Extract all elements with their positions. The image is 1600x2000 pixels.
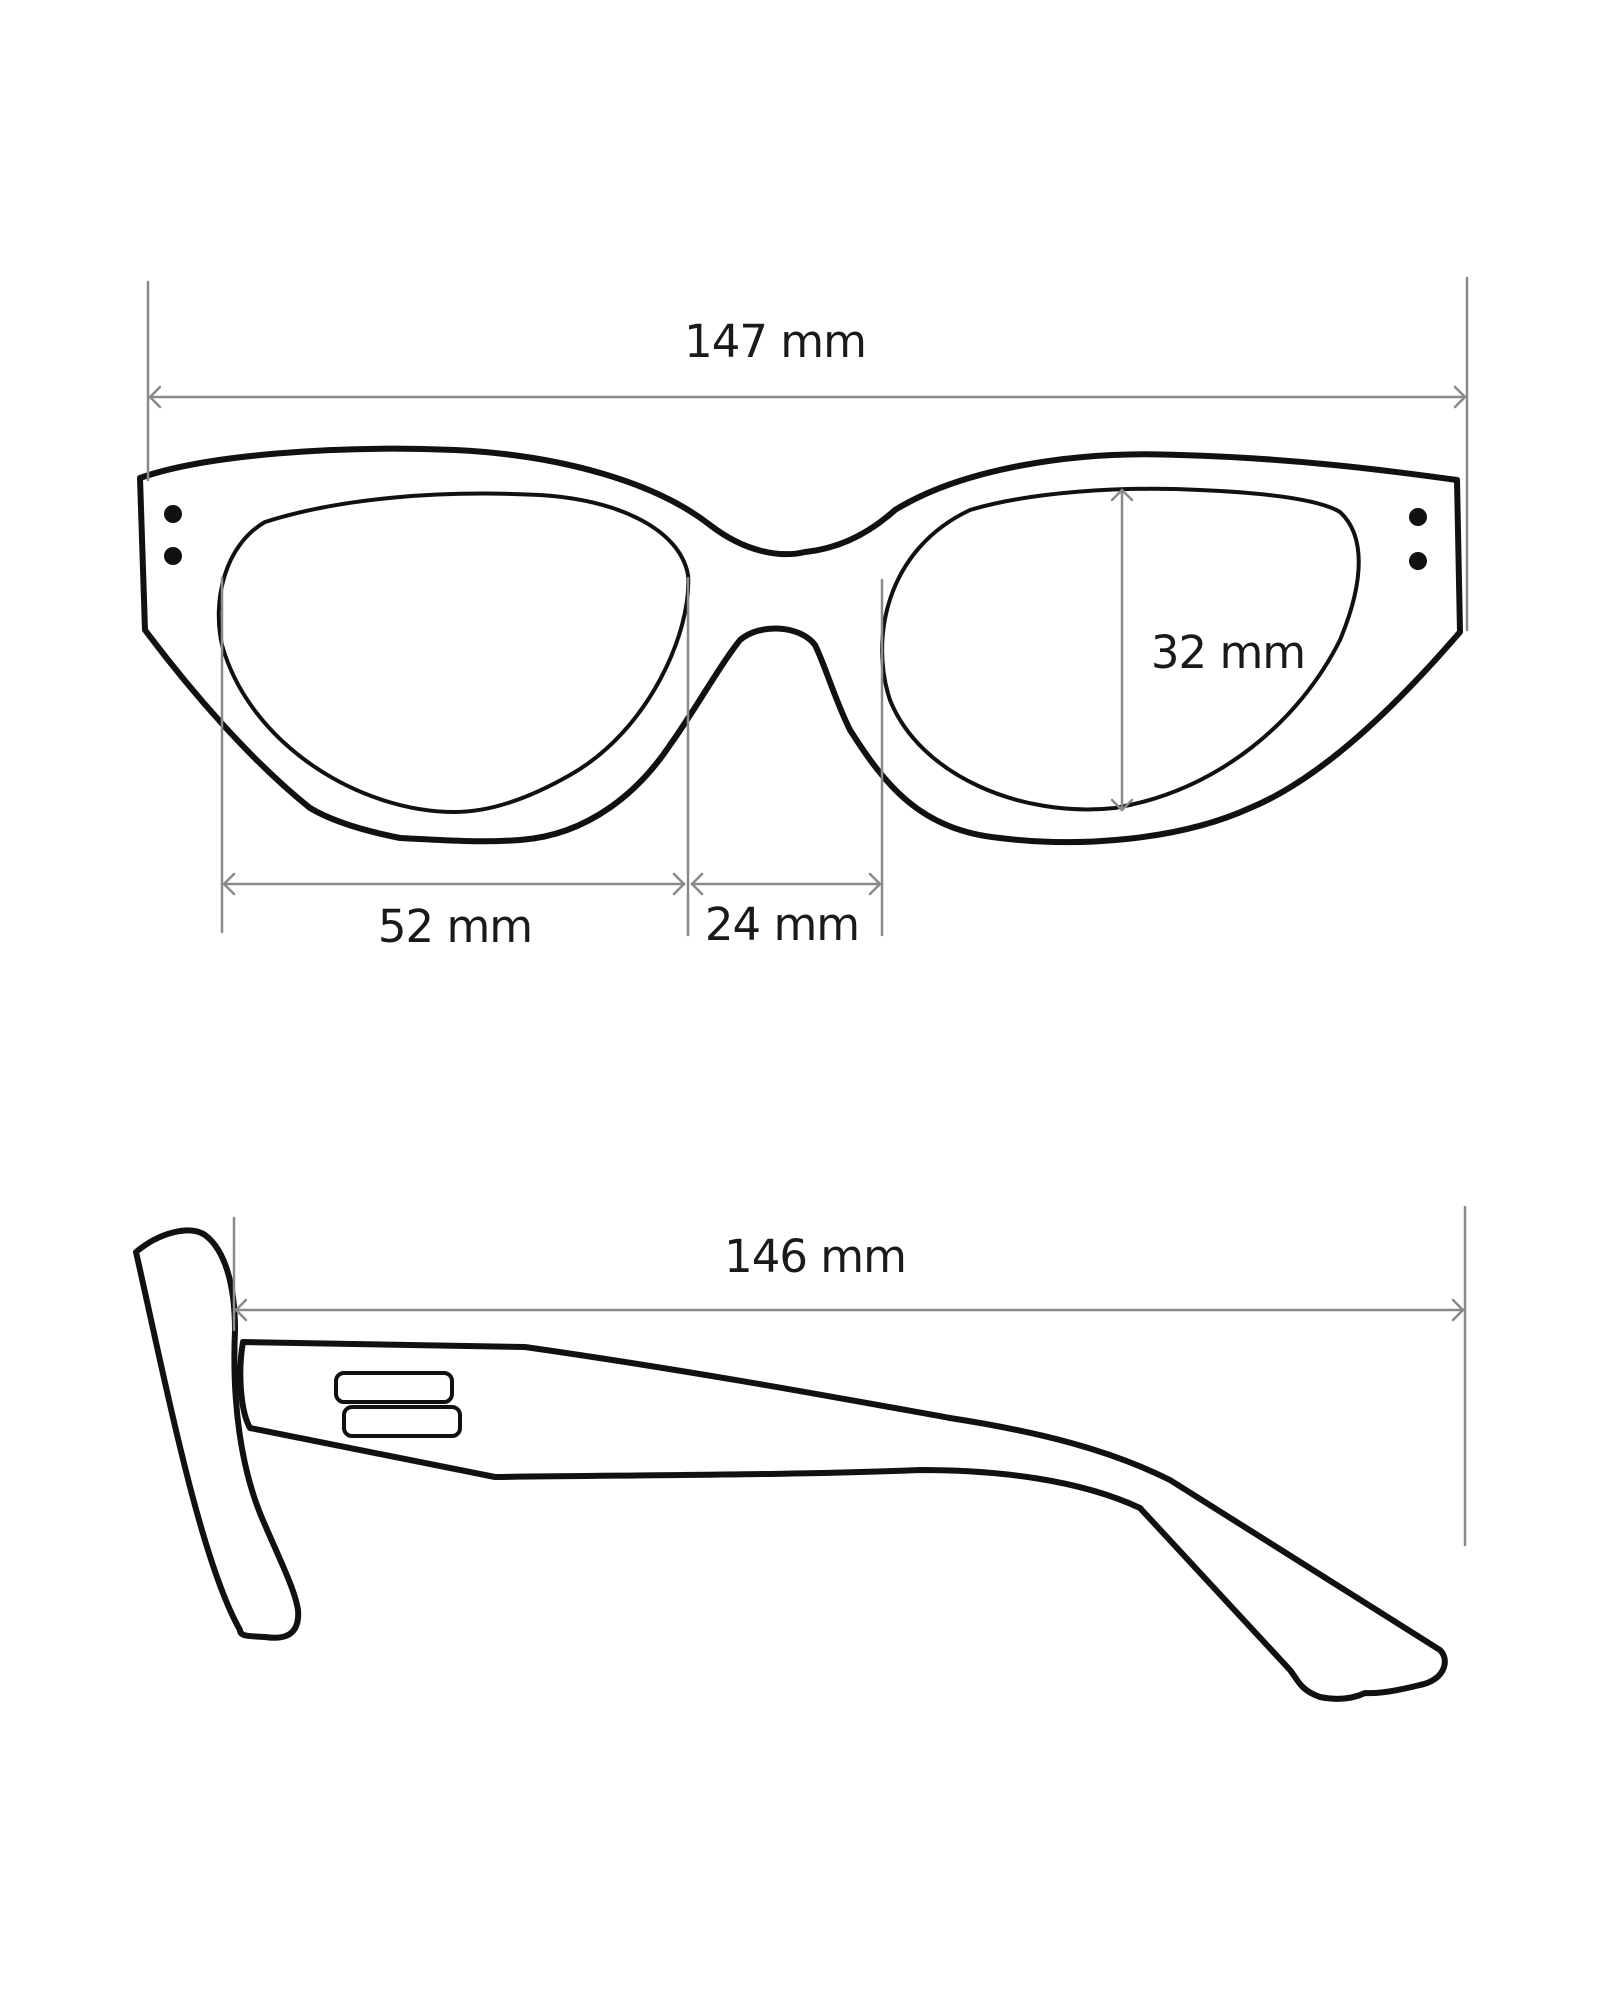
lens-height-dimension: 32 mm — [1110, 488, 1306, 812]
lens-width-dimension: 52 mm — [220, 576, 690, 953]
temple-logo-plate-bottom — [342, 1405, 462, 1438]
temple-length-arrowhead-left — [234, 1298, 248, 1322]
temple-length-arrowhead-right — [1451, 1298, 1465, 1322]
bridge-width-arrowhead-left — [690, 872, 704, 896]
total-width-label: 147 mm — [684, 315, 866, 368]
lens-height-label: 32 mm — [1151, 626, 1305, 679]
front-view: 147 mm 32 mm 52 mm 24 mm — [137, 276, 1469, 953]
left-rivet-bottom — [164, 547, 182, 565]
lens-width-arrowhead-left — [222, 872, 236, 896]
total-width-arrowhead-left — [148, 385, 162, 409]
left-lens-outline — [216, 491, 691, 814]
right-rivet-bottom — [1409, 552, 1427, 570]
lens-width-arrowhead-right — [672, 872, 686, 896]
frame-side-profile — [133, 1227, 302, 1641]
bridge-width-label: 24 mm — [705, 898, 859, 951]
bridge-width-dimension: 24 mm — [690, 578, 884, 951]
left-rivet-top — [164, 505, 182, 523]
lens-height-arrowhead-top — [1110, 488, 1134, 502]
lens-width-label: 52 mm — [378, 900, 532, 953]
temple-length-label: 146 mm — [724, 1230, 906, 1283]
frame-front-outline — [137, 445, 1463, 845]
temple-length-dimension: 146 mm — [232, 1205, 1467, 1547]
right-lens-outline — [880, 486, 1361, 812]
total-width-dimension: 147 mm — [146, 276, 1469, 632]
lens-height-arrowhead-bottom — [1110, 798, 1134, 812]
temple-arm-outline — [237, 1339, 1448, 1702]
bridge-width-arrowhead-right — [868, 872, 882, 896]
temple-logo-plate-top — [334, 1371, 454, 1404]
side-view: 146 mm — [133, 1205, 1467, 1702]
right-rivet-top — [1409, 508, 1427, 526]
total-width-arrowhead-right — [1453, 385, 1467, 409]
